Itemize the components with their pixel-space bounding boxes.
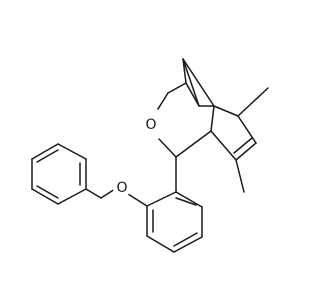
molecule-diagram: O O	[31, 58, 269, 253]
bond	[157, 92, 169, 110]
bond	[146, 235, 175, 253]
oxygen-atom-label: O	[116, 180, 127, 196]
bond	[233, 137, 253, 154]
bond	[235, 142, 257, 161]
bond	[36, 185, 59, 199]
bond	[127, 193, 148, 207]
bond	[235, 159, 245, 193]
bond	[173, 232, 198, 247]
atom-label-background	[113, 179, 131, 197]
bond	[175, 197, 197, 206]
bond	[31, 143, 59, 160]
bond	[158, 138, 177, 158]
bond	[237, 87, 269, 117]
bond-layer	[31, 58, 269, 253]
bond	[167, 82, 187, 94]
bond	[31, 188, 59, 205]
bond	[182, 58, 200, 107]
atom-label-layer: O O	[113, 116, 160, 197]
bond	[237, 115, 257, 144]
bond	[213, 105, 239, 117]
bond	[182, 58, 187, 84]
bond	[57, 188, 87, 205]
bond	[100, 188, 116, 199]
bond	[210, 130, 237, 161]
bond	[57, 143, 87, 160]
bond	[85, 188, 102, 199]
bond	[210, 105, 215, 132]
bond	[185, 82, 200, 107]
atom-label-background	[142, 116, 160, 134]
bond	[173, 236, 203, 253]
bond	[175, 130, 212, 158]
bond	[182, 58, 215, 107]
bond	[36, 149, 59, 163]
bond	[146, 191, 177, 207]
bond	[175, 191, 203, 208]
oxygen-atom-label: O	[145, 117, 156, 133]
